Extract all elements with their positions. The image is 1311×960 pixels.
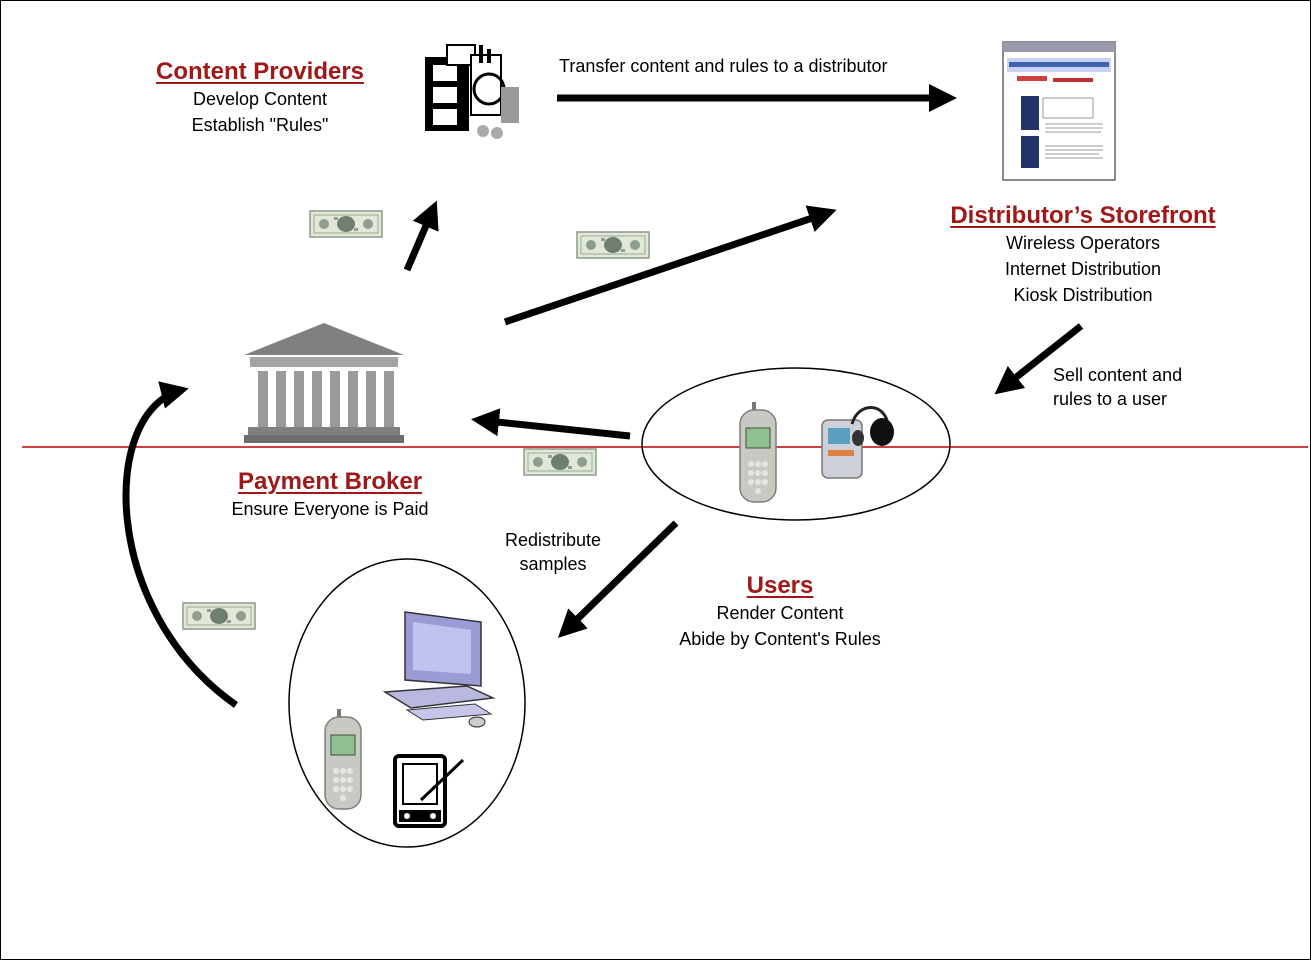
dollar-bill-icon <box>523 448 597 476</box>
peer-users-ellipse <box>288 558 526 848</box>
arrow-broker-to-provider <box>403 200 439 272</box>
redistribute-edge-line: Redistribute <box>504 530 602 550</box>
content-providers-label: Content Providers Develop Content Establ… <box>120 58 400 138</box>
dollar-bill-icon <box>576 231 650 259</box>
users-label: Users Render Content Abide by Content's … <box>640 572 920 652</box>
sell-edge-line: Sell content and <box>1053 365 1183 385</box>
arrow-peers-to-broker <box>122 381 239 708</box>
sell-edge-label: Sell content and rules to a user <box>1053 363 1182 411</box>
redistribute-edge-label: Redistribute samples <box>468 528 638 576</box>
sell-edge-line: rules to a user <box>1053 389 1168 409</box>
pda-stylus-icon <box>393 754 465 828</box>
payment-broker-label: Payment Broker Ensure Everyone is Paid <box>190 468 470 522</box>
users-ellipse <box>641 367 951 521</box>
storefront-line: Wireless Operators <box>1005 233 1161 253</box>
music-player-headphones-icon <box>821 406 894 479</box>
storefront-title: Distributor’s Storefront <box>950 202 1216 229</box>
storefront-line: Internet Distribution <box>1004 259 1162 279</box>
arrow-storefront-to-users <box>994 323 1084 395</box>
mobile-phone-icon <box>739 401 777 503</box>
mobile-phone-icon <box>324 708 362 810</box>
bank-building-icon <box>244 323 404 443</box>
desktop-computer-icon <box>382 611 496 728</box>
users-line: Abide by Content's Rules <box>679 629 881 649</box>
transfer-edge-label: Transfer content and rules to a distribu… <box>559 56 888 76</box>
arrow-users-to-broker <box>471 408 631 440</box>
dollar-bill-icon <box>182 602 256 630</box>
payment-broker-line: Ensure Everyone is Paid <box>231 499 429 519</box>
storefront-line: Kiosk Distribution <box>1013 285 1153 305</box>
media-collage-icon <box>425 44 519 139</box>
storefront-label: Distributor’s Storefront Wireless Operat… <box>903 202 1263 308</box>
arrow-users-to-peers <box>557 520 679 638</box>
users-title: Users <box>746 572 814 599</box>
content-providers-title: Content Providers <box>155 58 365 85</box>
payment-broker-title: Payment Broker <box>237 468 423 495</box>
redistribute-edge-line: samples <box>519 554 587 574</box>
users-line: Render Content <box>716 603 844 623</box>
arrow-broker-to-storefront <box>503 205 837 326</box>
content-providers-line: Develop Content <box>192 89 328 109</box>
web-page-icon <box>1002 41 1116 181</box>
dollar-bill-icon <box>309 210 383 238</box>
content-providers-line: Establish "Rules" <box>191 115 329 135</box>
